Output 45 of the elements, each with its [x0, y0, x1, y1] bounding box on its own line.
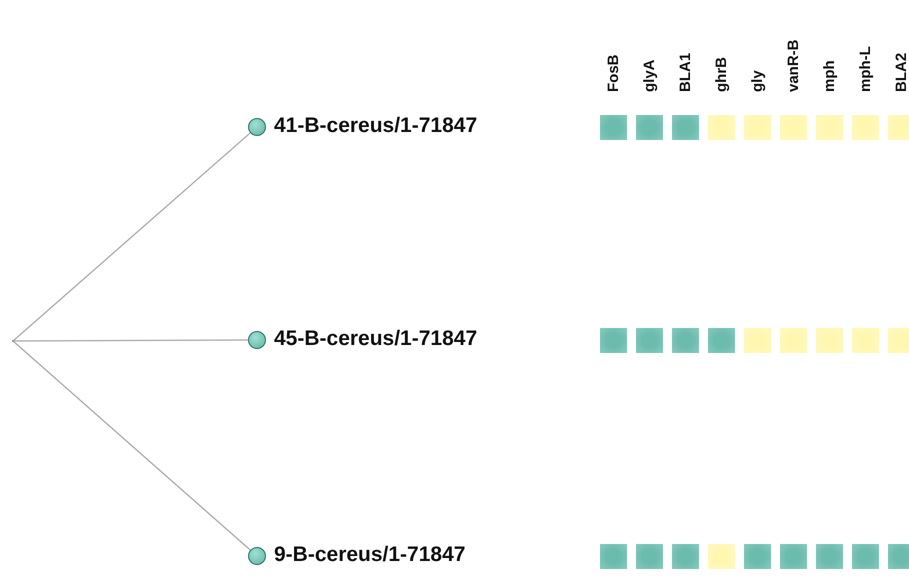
tree-branch — [12, 132, 251, 342]
gene-present-cell — [852, 544, 879, 569]
tree-branch — [13, 339, 248, 342]
gene-present-cell — [600, 328, 627, 353]
gene-absent-cell — [744, 328, 771, 353]
gene-present-cell — [636, 328, 663, 353]
gene-absent-cell — [708, 115, 735, 140]
gene-column-header: BLA2 — [893, 52, 909, 92]
leaf-node-circle — [248, 331, 266, 349]
strain-label: 41-B-cereus/1-71847 — [274, 114, 478, 138]
gene-present-cell — [600, 544, 627, 569]
gene-column-header: vanR-B — [785, 39, 802, 92]
gene-absent-cell — [852, 115, 879, 140]
gene-absent-cell — [888, 115, 909, 140]
gene-present-cell — [780, 544, 807, 569]
gene-absent-cell — [888, 328, 909, 353]
gene-absent-cell — [780, 115, 807, 140]
gene-absent-cell — [708, 544, 735, 569]
leaf-node-circle — [248, 547, 266, 565]
gene-present-cell — [744, 544, 771, 569]
gene-column-header: gly — [749, 70, 766, 92]
gene-column-header: FosB — [605, 54, 622, 92]
gene-absent-cell — [780, 328, 807, 353]
gene-present-cell — [888, 544, 909, 569]
gene-column-header: BLA1 — [677, 52, 694, 92]
gene-absent-cell — [816, 115, 843, 140]
gene-present-cell — [708, 328, 735, 353]
gene-present-cell — [816, 544, 843, 569]
gene-absent-cell — [816, 328, 843, 353]
gene-present-cell — [636, 115, 663, 140]
gene-present-cell — [672, 328, 699, 353]
gene-column-header: mph — [821, 60, 838, 92]
tree-branch — [12, 340, 251, 551]
gene-present-cell — [672, 115, 699, 140]
gene-present-cell — [636, 544, 663, 569]
leaf-node-circle — [248, 118, 266, 136]
strain-label: 9-B-cereus/1-71847 — [274, 543, 466, 567]
strain-label: 45-B-cereus/1-71847 — [274, 327, 478, 351]
gene-present-cell — [672, 544, 699, 569]
gene-column-header: glyA — [641, 59, 658, 92]
gene-present-cell — [600, 115, 627, 140]
gene-column-header: ghrB — [713, 57, 730, 92]
gene-column-header: mph-L — [857, 46, 874, 92]
gene-absent-cell — [852, 328, 879, 353]
gene-absent-cell — [744, 115, 771, 140]
